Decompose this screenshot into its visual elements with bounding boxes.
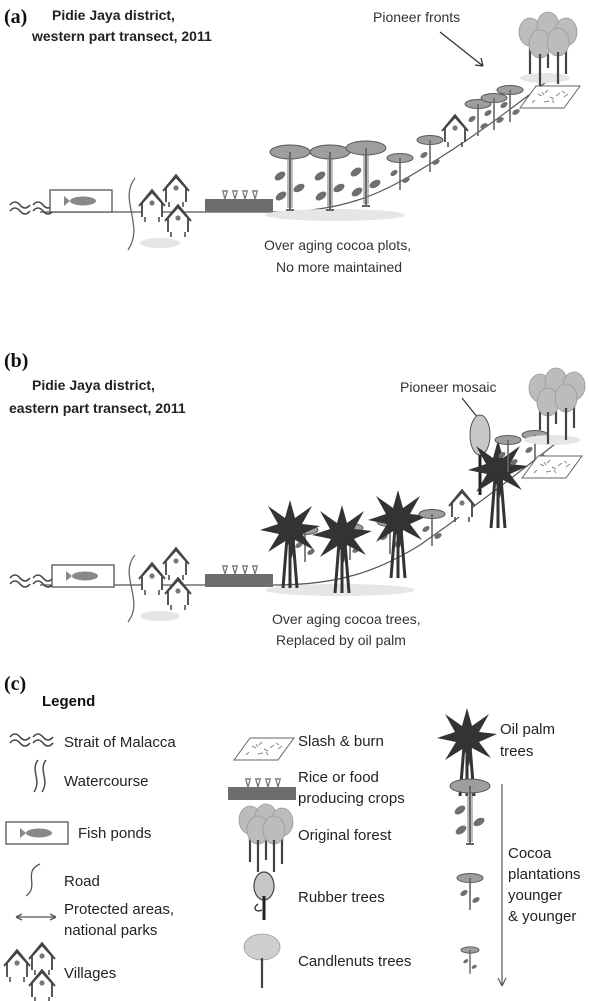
strait-icon bbox=[10, 202, 30, 214]
strait-icon bbox=[10, 575, 30, 587]
slash-burn-icon bbox=[520, 86, 580, 108]
cocoa-tree-icon bbox=[417, 136, 443, 173]
protected-area-arrow-icon bbox=[16, 914, 56, 920]
legend-cocoa-line4: & younger bbox=[508, 908, 576, 925]
panel-b: (b) Pidie Jaya district, eastern part tr… bbox=[4, 350, 585, 648]
panel-b-callout: Pioneer mosaic bbox=[400, 379, 497, 395]
strait-icon bbox=[10, 734, 30, 746]
village-icon bbox=[139, 563, 165, 595]
panel-a-label: (a) bbox=[4, 6, 27, 28]
road-icon bbox=[26, 864, 40, 896]
panel-a-callout: Pioneer fronts bbox=[373, 9, 460, 25]
candlenut-tree-icon bbox=[244, 934, 280, 960]
panel-a-title-line1: Pidie Jaya district, bbox=[52, 7, 175, 23]
cocoa-tree-icon bbox=[461, 947, 479, 974]
legend-villages-label: Villages bbox=[64, 965, 116, 982]
slash-burn-icon bbox=[522, 456, 582, 478]
panel-a-caption-line2: No more maintained bbox=[276, 259, 402, 275]
rice-field-icon bbox=[205, 566, 273, 587]
cocoa-tree-icon bbox=[419, 510, 445, 547]
village-icon bbox=[139, 190, 165, 222]
fish-pond-icon bbox=[6, 822, 68, 844]
cocoa-tree-icon bbox=[387, 154, 413, 191]
oil-palm-icon bbox=[312, 505, 372, 593]
legend-oil-palm-line2: trees bbox=[500, 743, 533, 760]
rubber-tree-icon bbox=[254, 872, 274, 900]
ground-profile-b bbox=[40, 440, 560, 585]
legend-oil-palm-line1: Oil palm bbox=[500, 721, 555, 738]
rice-field-icon bbox=[205, 191, 273, 212]
legend-cocoa-line1: Cocoa bbox=[508, 845, 552, 862]
village-icon bbox=[163, 548, 189, 580]
village-icon bbox=[449, 490, 475, 522]
strait-icon bbox=[33, 734, 53, 746]
cocoa-tree-icon bbox=[450, 779, 490, 844]
watercourse-icon bbox=[34, 760, 46, 792]
panel-b-title-line2: eastern part transect, 2011 bbox=[9, 400, 186, 416]
fish-pond-icon bbox=[50, 190, 112, 212]
cocoa-tree-icon bbox=[310, 145, 350, 210]
panel-c-label: (c) bbox=[4, 673, 26, 695]
legend-original-forest-label: Original forest bbox=[298, 827, 392, 844]
cocoa-tree-icon bbox=[457, 874, 483, 911]
village-icon bbox=[165, 205, 191, 237]
village-icon bbox=[4, 950, 30, 982]
panel-b-caption-line1: Over aging cocoa trees, bbox=[272, 611, 421, 627]
fish-pond-icon bbox=[52, 565, 114, 587]
callout-arrow-a bbox=[440, 32, 483, 66]
panel-a: (a) Pidie Jaya district, western part tr… bbox=[4, 6, 580, 275]
legend-cocoa-line2: plantations bbox=[508, 866, 581, 883]
slash-burn-icon bbox=[234, 738, 294, 760]
panel-b-caption-line2: Replaced by oil palm bbox=[276, 632, 406, 648]
legend-title: Legend bbox=[42, 693, 95, 710]
panel-b-title-line1: Pidie Jaya district, bbox=[32, 377, 155, 393]
legend-watercourse-label: Watercourse bbox=[64, 773, 148, 790]
village-icon bbox=[163, 175, 189, 207]
cocoa-tree-icon bbox=[346, 141, 386, 206]
legend-rice-line2: producing crops bbox=[298, 790, 405, 807]
panel-a-title-line2: western part transect, 2011 bbox=[31, 28, 212, 44]
road-icon bbox=[128, 555, 135, 622]
legend-cocoa-line3: younger bbox=[508, 887, 562, 904]
panel-a-caption-line1: Over aging cocoa plots, bbox=[264, 237, 411, 253]
legend-road-label: Road bbox=[64, 873, 100, 890]
legend-candlenut-label: Candlenuts trees bbox=[298, 953, 411, 970]
village-icon bbox=[29, 970, 55, 1001]
legend-rubber-label: Rubber trees bbox=[298, 889, 385, 906]
cocoa-tree-icon bbox=[465, 100, 491, 137]
legend-strait-label: Strait of Malacca bbox=[64, 734, 176, 751]
cocoa-age-arrow-icon bbox=[498, 784, 506, 986]
legend-rice-line1: Rice or food bbox=[298, 769, 379, 786]
legend-protected-line2: national parks bbox=[64, 922, 157, 939]
oil-palm-icon bbox=[368, 490, 428, 578]
road-icon bbox=[128, 178, 135, 250]
callout-line-b bbox=[462, 398, 478, 418]
legend-protected-line1: Protected areas, bbox=[64, 901, 174, 918]
panel-b-label: (b) bbox=[4, 350, 28, 372]
cocoa-tree-icon bbox=[270, 145, 310, 210]
legend-fish-ponds-label: Fish ponds bbox=[78, 825, 151, 842]
legend: (c) Legend Strait of Malacca Watercourse… bbox=[4, 673, 581, 1001]
village-icon bbox=[165, 578, 191, 610]
legend-slash-burn-label: Slash & burn bbox=[298, 733, 384, 750]
rice-field-icon bbox=[228, 779, 296, 800]
